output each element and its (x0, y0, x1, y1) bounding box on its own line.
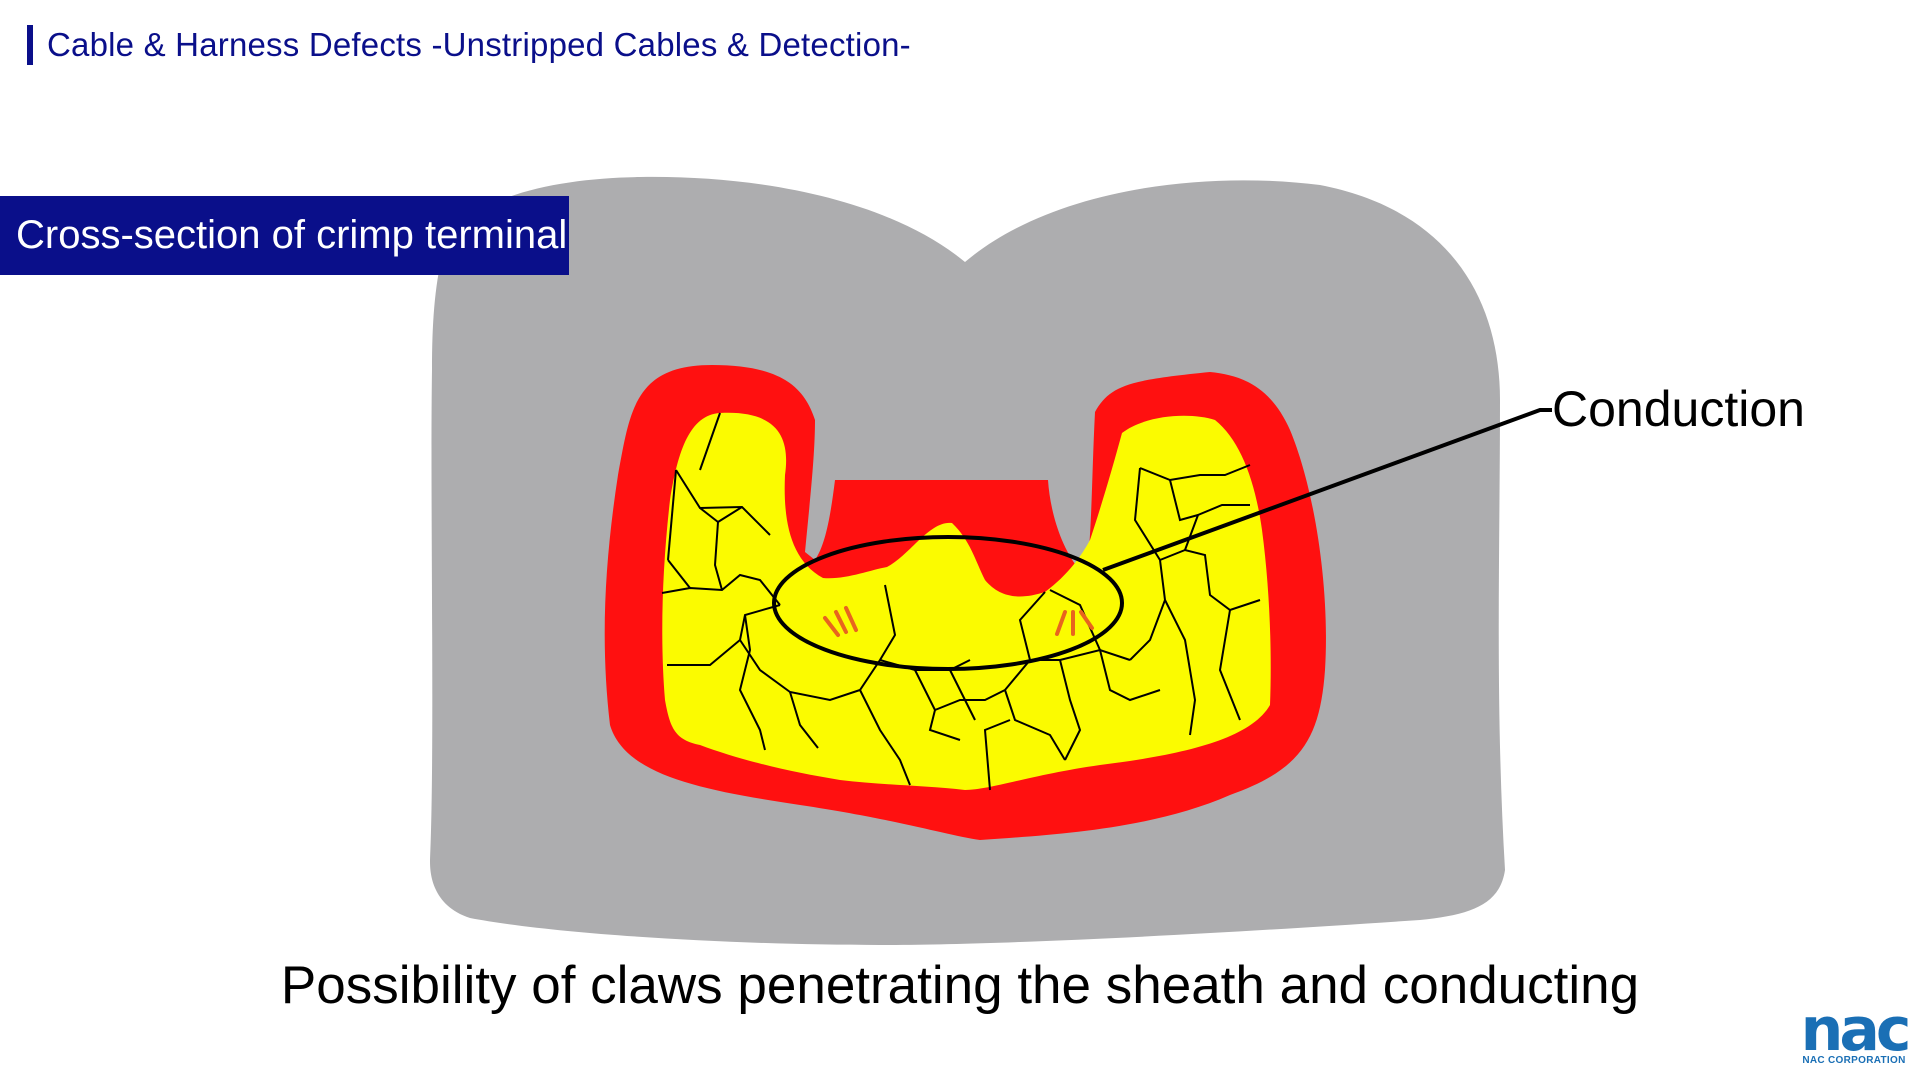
logo-mark: nac (1800, 995, 1912, 1065)
page-header: Cable & Harness Defects -Unstripped Cabl… (27, 25, 911, 65)
conduction-spark-marks (823, 606, 1094, 637)
conduction-callout-label: Conduction (1552, 381, 1805, 437)
diagram-caption: Possibility of claws penetrating the she… (280, 956, 1640, 1015)
section-label: Cross-section of crimp terminal (0, 196, 569, 275)
conduction-highlight-ellipse (772, 535, 1124, 671)
strand-boundaries (661, 412, 1261, 791)
header-accent-bar (27, 25, 33, 65)
conductor-strands (662, 412, 1271, 790)
callout-leader-line (1102, 408, 1552, 572)
nac-logo: nac NAC CORPORATION (1795, 995, 1913, 1071)
page-title: Cable & Harness Defects -Unstripped Cabl… (47, 26, 911, 63)
logo-subtitle: NAC CORPORATION (1802, 1055, 1906, 1066)
